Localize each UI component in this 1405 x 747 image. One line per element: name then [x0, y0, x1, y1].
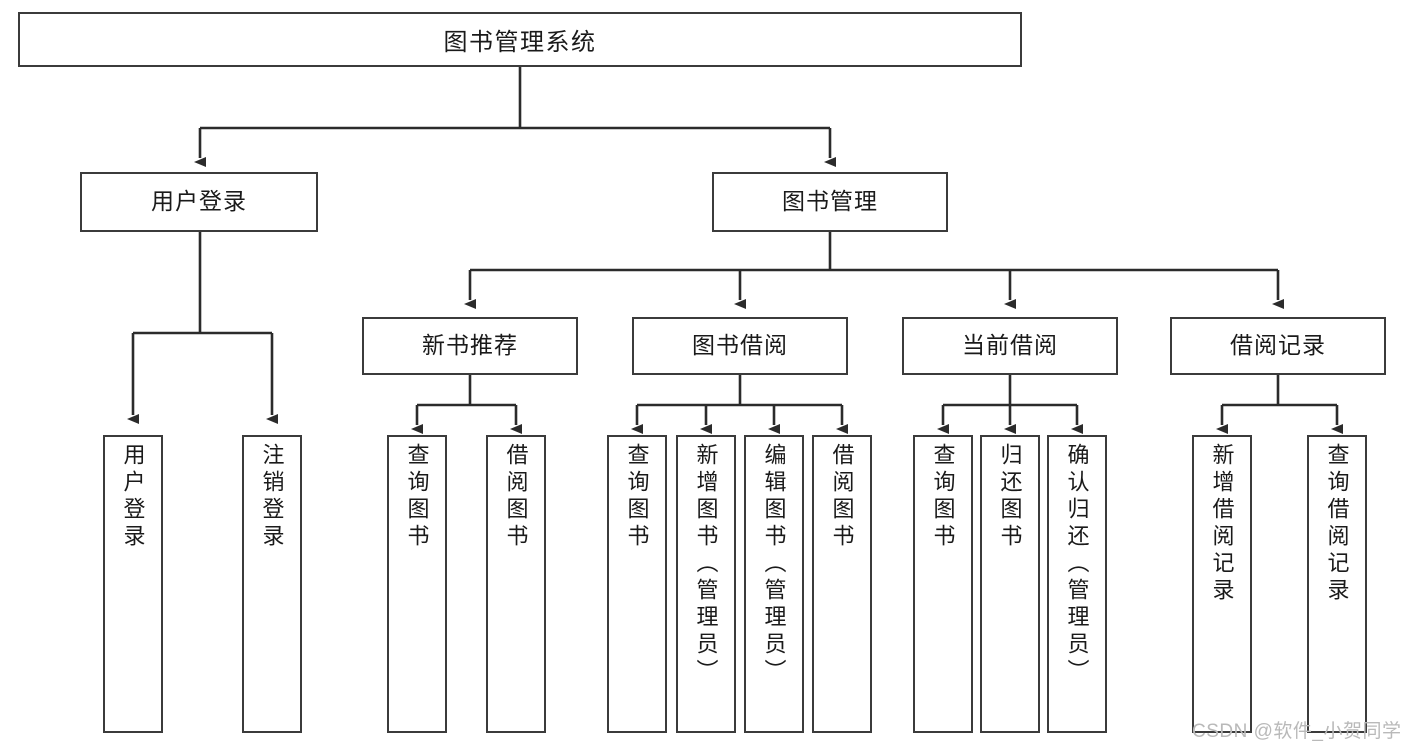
node-book-borrow[interactable]: 图书借阅: [632, 317, 848, 375]
leaf-logout[interactable]: 注销登录: [242, 435, 302, 733]
leaf-return-book[interactable]: 归还图书: [980, 435, 1040, 733]
leaf-add-book[interactable]: 新增图书（管理员）: [676, 435, 736, 733]
leaf-query-book-2[interactable]: 查询图书: [607, 435, 667, 733]
leaf-add-record-label: 新增借阅记录: [1209, 443, 1235, 605]
node-book-borrow-label: 图书借阅: [692, 332, 788, 359]
leaf-query-record-label: 查询借阅记录: [1324, 443, 1350, 605]
leaf-query-record[interactable]: 查询借阅记录: [1307, 435, 1367, 733]
leaf-return-book-label: 归还图书: [997, 443, 1023, 551]
node-current-borrow-label: 当前借阅: [962, 332, 1058, 359]
csdn-watermark: CSDN @软件_小贺同学: [1192, 721, 1402, 742]
node-book-manage[interactable]: 图书管理: [712, 172, 948, 232]
leaf-query-book-1[interactable]: 查询图书: [387, 435, 447, 733]
leaf-add-book-label: 新增图书（管理员）: [693, 443, 719, 686]
leaf-confirm-return[interactable]: 确认归还（管理员）: [1047, 435, 1107, 733]
leaf-query-book-2-label: 查询图书: [624, 443, 650, 551]
node-current-borrow[interactable]: 当前借阅: [902, 317, 1118, 375]
leaf-query-book-3-label: 查询图书: [930, 443, 956, 551]
node-root-label: 图书管理系统: [443, 29, 597, 56]
leaf-borrow-book-1-label: 借阅图书: [503, 443, 529, 551]
node-new-book-recommend[interactable]: 新书推荐: [362, 317, 578, 375]
node-borrow-record-label: 借阅记录: [1230, 332, 1326, 359]
leaf-borrow-book-2[interactable]: 借阅图书: [812, 435, 872, 733]
node-user-login[interactable]: 用户登录: [80, 172, 318, 232]
leaf-borrow-book-1[interactable]: 借阅图书: [486, 435, 546, 733]
leaf-confirm-return-label: 确认归还（管理员）: [1064, 443, 1090, 686]
leaf-add-record[interactable]: 新增借阅记录: [1192, 435, 1252, 733]
leaf-edit-book-label: 编辑图书（管理员）: [761, 443, 787, 686]
node-book-manage-label: 图书管理: [782, 188, 878, 215]
leaf-user-login[interactable]: 用户登录: [103, 435, 163, 733]
node-root[interactable]: 图书管理系统: [18, 12, 1022, 67]
node-new-book-recommend-label: 新书推荐: [422, 332, 518, 359]
leaf-logout-label: 注销登录: [259, 443, 285, 551]
node-borrow-record[interactable]: 借阅记录: [1170, 317, 1386, 375]
leaf-edit-book[interactable]: 编辑图书（管理员）: [744, 435, 804, 733]
leaf-borrow-book-2-label: 借阅图书: [829, 443, 855, 551]
leaf-query-book-1-label: 查询图书: [404, 443, 430, 551]
leaf-query-book-3[interactable]: 查询图书: [913, 435, 973, 733]
node-user-login-label: 用户登录: [151, 188, 247, 215]
leaf-user-login-label: 用户登录: [120, 443, 146, 551]
